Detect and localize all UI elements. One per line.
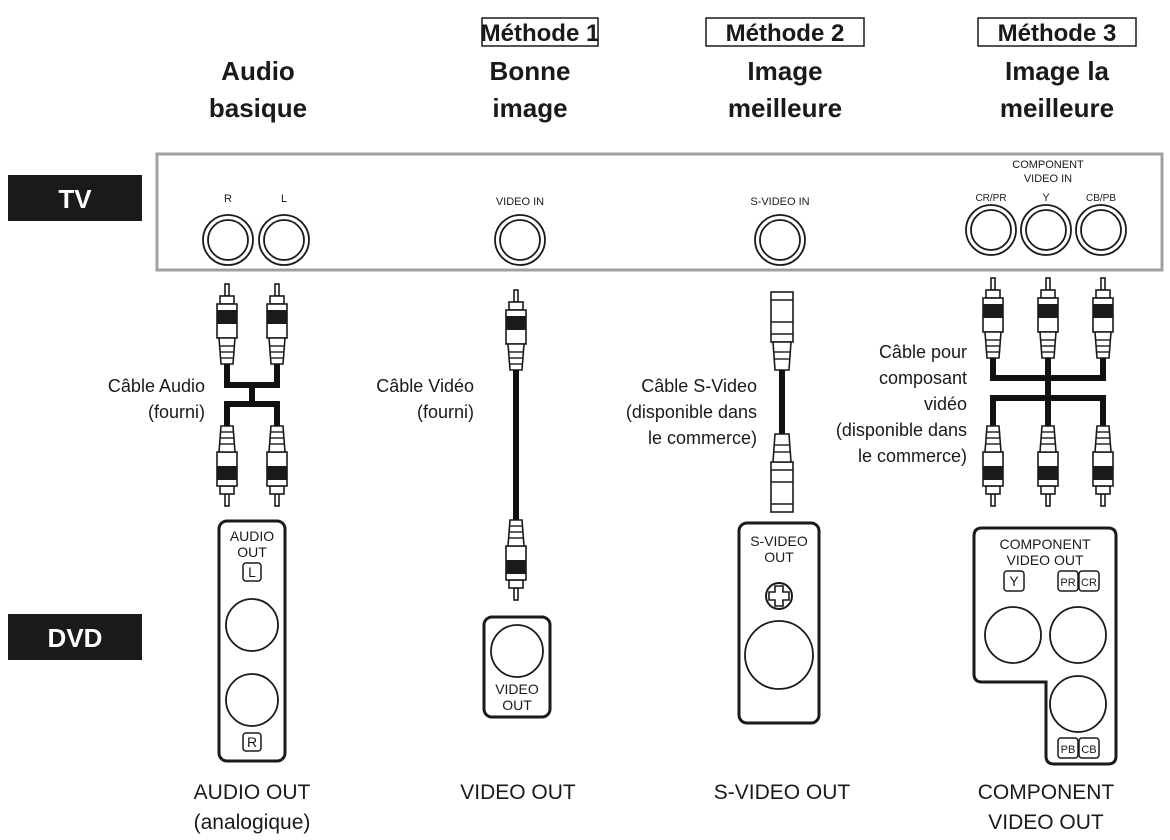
dvd-tag [8,614,142,660]
component-cable-label-1: Câble pour [879,342,967,362]
component-cable-label-5: le commerce) [858,446,967,466]
dvd-video-out-label-2: OUT [502,697,532,713]
tv-tag [8,175,142,221]
method-2-label: Méthode 2 [726,20,845,47]
method-3-label: Méthode 3 [998,20,1117,47]
heading-method2-line1: Image [747,56,822,86]
dvd-component-pr-jack[interactable] [1049,606,1107,664]
dvd-svideo-out-panel: S-VIDEO OUT [737,521,821,725]
tv-component-label-2: VIDEO IN [1024,173,1072,185]
method-1-box [481,17,599,47]
tv-panel: R L VIDEO IN S-VIDEO IN COMPONENT VIDEO … [155,152,1164,272]
audio-cable-label-2: (fourni) [148,402,205,422]
caption-component-out-2: VIDEO OUT [988,811,1104,834]
heading-audio-line1: Audio [221,56,295,86]
tv-audio-l-label: L [281,193,287,205]
tv-video-in-jack[interactable] [494,214,546,266]
caption-svideo-out: S-VIDEO OUT [714,781,851,804]
dvd-svideo-out-label-1: S-VIDEO [750,533,808,549]
video-cable [505,289,527,600]
dvd-comp-cb-label: CB [1081,744,1096,756]
method-2-box [705,17,865,47]
svideo-cable-label-3: le commerce) [648,428,757,448]
video-cable-label-2: (fourni) [417,402,474,422]
svideo-cable-label-1: Câble S-Video [641,376,757,396]
svideo-cable [770,291,794,513]
dvd-audio-out-label-1: AUDIO [230,528,274,544]
video-cable-label-1: Câble Vidéo [376,376,474,396]
dvd-component-out-label-2: VIDEO OUT [1006,552,1083,568]
tv-component-cr-jack[interactable] [965,204,1017,256]
heading-method2-line2: meilleure [728,93,842,123]
dvd-video-out-label-1: VIDEO [495,681,539,697]
audio-cable [216,283,288,506]
caption-video-out: VIDEO OUT [460,781,576,804]
method-3-box [977,17,1137,47]
column-headings: Audio basique Méthode 1 Bonne image Méth… [209,17,1137,123]
heading-method3-line1: Image la [1005,56,1110,86]
tv-audio-r-label: R [224,193,232,205]
dvd-audio-out-panel: AUDIO OUT L R [217,519,287,763]
heading-method1-line2: image [492,93,567,123]
dvd-audio-out-label-2: OUT [237,544,267,560]
tv-component-y-jack[interactable] [1020,204,1072,256]
component-cable-label-2: composant [879,368,967,388]
tv-audio-l-jack[interactable] [258,214,310,266]
caption-audio-out-1: AUDIO OUT [194,781,311,804]
component-cable [982,277,1114,506]
dvd-audio-l-label: L [248,564,256,580]
dvd-component-y-jack[interactable] [984,606,1042,664]
tv-tag-label: TV [58,184,92,214]
method-1-label: Méthode 1 [481,20,600,47]
dvd-component-pb-jack[interactable] [1049,675,1107,733]
tv-svideo-in-jack[interactable] [754,214,806,266]
dvd-audio-l-jack[interactable] [225,598,279,652]
svideo-symbol-icon [765,582,793,610]
component-cable-label-4: (disponible dans [836,420,967,440]
audio-cable-label-1: Câble Audio [108,376,205,396]
tv-cb-pb-label: CB/PB [1086,193,1116,204]
component-cable-label-3: vidéo [924,394,967,414]
dvd-svideo-out-jack[interactable] [744,620,814,690]
tv-component-cb-jack[interactable] [1075,204,1127,256]
dvd-video-out-jack[interactable] [490,624,544,678]
svideo-cable-label-2: (disponible dans [626,402,757,422]
dvd-tag-label: DVD [48,623,103,653]
dvd-comp-y-label: Y [1009,573,1019,589]
caption-audio-out-2: (analogique) [194,811,311,834]
tv-cr-pr-label: CR/PR [975,193,1006,204]
tv-y-label: Y [1042,192,1050,204]
tv-audio-r-jack[interactable] [202,214,254,266]
tv-svideo-in-label: S-VIDEO IN [750,196,809,208]
heading-audio-line2: basique [209,93,307,123]
dvd-audio-r-label: R [247,734,257,750]
dvd-video-out-panel: VIDEO OUT [482,615,552,719]
tv-panel-frame [155,152,1164,272]
heading-method3-line2: meilleure [1000,93,1114,123]
tv-video-in-label: VIDEO IN [496,196,544,208]
caption-component-out-1: COMPONENT [978,781,1115,804]
dvd-svideo-out-label-2: OUT [764,549,794,565]
dvd-audio-r-jack[interactable] [225,673,279,727]
dvd-component-out-label-1: COMPONENT [1000,536,1091,552]
heading-method1-line1: Bonne [490,56,571,86]
dvd-component-out-panel: COMPONENT VIDEO OUT Y PR CR PB CB [972,526,1118,766]
dvd-comp-pr-label: PR [1060,577,1075,589]
dvd-comp-pb-label: PB [1061,744,1076,756]
bottom-captions: AUDIO OUT (analogique) VIDEO OUT S-VIDEO… [194,781,1115,834]
tv-component-label-1: COMPONENT [1012,159,1084,171]
dvd-comp-cr-label: CR [1081,577,1097,589]
